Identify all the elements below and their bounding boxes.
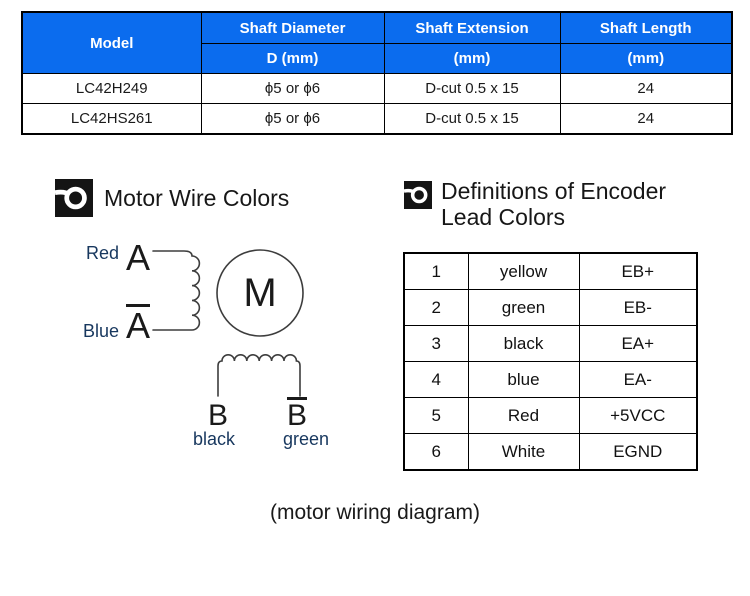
wire-color-red-label: Red	[86, 243, 120, 263]
pin-cell: 1	[403, 252, 469, 290]
spec-row-lc42hs261: LC42HS261 ϕ5 or ϕ6 D-cut 0.5 x 15 24	[21, 103, 733, 135]
color-cell: White	[467, 433, 580, 471]
wire-color-blue-label: Blue	[83, 321, 120, 341]
spec-header-diameter-unit: D (mm)	[200, 43, 385, 74]
diameter-cell: ϕ5 or ϕ6	[200, 73, 385, 104]
pin-cell: 2	[403, 289, 469, 326]
winding-target-icon	[55, 179, 93, 217]
model-cell: LC42HS261	[21, 103, 202, 135]
wire-color-black-label: black	[192, 429, 236, 449]
spec-header-row-1: Model Shaft Diameter Shaft Extension Sha…	[21, 11, 733, 74]
pin-cell: 4	[403, 361, 469, 398]
encoder-row: 4 blue EA-	[403, 361, 698, 398]
terminal-b-label: B	[207, 399, 229, 432]
signal-cell: EGND	[578, 433, 698, 471]
diameter-cell: ϕ5 or ϕ6	[200, 103, 385, 135]
color-cell: green	[467, 289, 580, 326]
encoder-lead-colors-heading: Definitions of Encoder Lead Colors	[404, 178, 681, 231]
spec-header-length: Shaft Length	[559, 11, 733, 44]
signal-cell: EB-	[578, 289, 698, 326]
section-title-line1: Definitions of Encoder	[441, 178, 667, 204]
color-cell: black	[467, 325, 580, 362]
signal-cell: +5VCC	[578, 397, 698, 434]
spec-header-diameter: Shaft Diameter	[200, 11, 385, 44]
diagram-caption: (motor wiring diagram)	[269, 501, 481, 524]
motor-wire-colors-heading: Motor Wire Colors	[55, 179, 289, 217]
spec-row-lc42h249: LC42H249 ϕ5 or ϕ6 D-cut 0.5 x 15 24	[21, 73, 733, 104]
length-cell: 24	[559, 103, 733, 135]
encoder-lead-table: 1 yellow EB+ 2 green EB- 3 black EA+ 4 b…	[403, 252, 698, 471]
terminal-a-bar-label: A	[126, 304, 151, 346]
winding-target-icon	[404, 181, 432, 209]
pin-cell: 5	[403, 397, 469, 434]
model-cell: LC42H249	[21, 73, 202, 104]
pin-cell: 6	[403, 433, 469, 471]
encoder-row: 2 green EB-	[403, 289, 698, 326]
encoder-row: 3 black EA+	[403, 325, 698, 362]
encoder-row: 1 yellow EB+	[403, 252, 698, 290]
length-cell: 24	[559, 73, 733, 104]
color-cell: yellow	[467, 252, 580, 290]
signal-cell: EB+	[578, 252, 698, 290]
spec-table: Model Shaft Diameter Shaft Extension Sha…	[21, 11, 733, 135]
extension-cell: D-cut 0.5 x 15	[383, 73, 561, 104]
extension-cell: D-cut 0.5 x 15	[383, 103, 561, 135]
phase-a-coil	[152, 250, 201, 331]
terminal-a-label: A	[126, 237, 151, 278]
spec-header-model: Model	[21, 11, 202, 74]
spec-header-extension-unit: (mm)	[383, 43, 561, 74]
color-cell: blue	[467, 361, 580, 398]
terminal-b-bar-label: B	[286, 397, 308, 432]
spec-header-length-unit: (mm)	[559, 43, 733, 74]
phase-b-coil	[217, 354, 301, 397]
signal-cell: EA+	[578, 325, 698, 362]
encoder-row: 6 White EGND	[403, 433, 698, 471]
section-title: Motor Wire Colors	[104, 184, 290, 211]
spec-header-row-2: D (mm) (mm) (mm)	[22, 43, 733, 74]
color-cell: Red	[467, 397, 580, 434]
section-title-line2: Lead Colors	[441, 204, 566, 231]
signal-cell: EA-	[578, 361, 698, 398]
motor-symbol: M	[243, 271, 277, 315]
wire-color-green-label: green	[282, 429, 330, 449]
encoder-row: 5 Red +5VCC	[403, 397, 698, 434]
pin-cell: 3	[403, 325, 469, 362]
spec-header-extension: Shaft Extension	[383, 11, 561, 44]
